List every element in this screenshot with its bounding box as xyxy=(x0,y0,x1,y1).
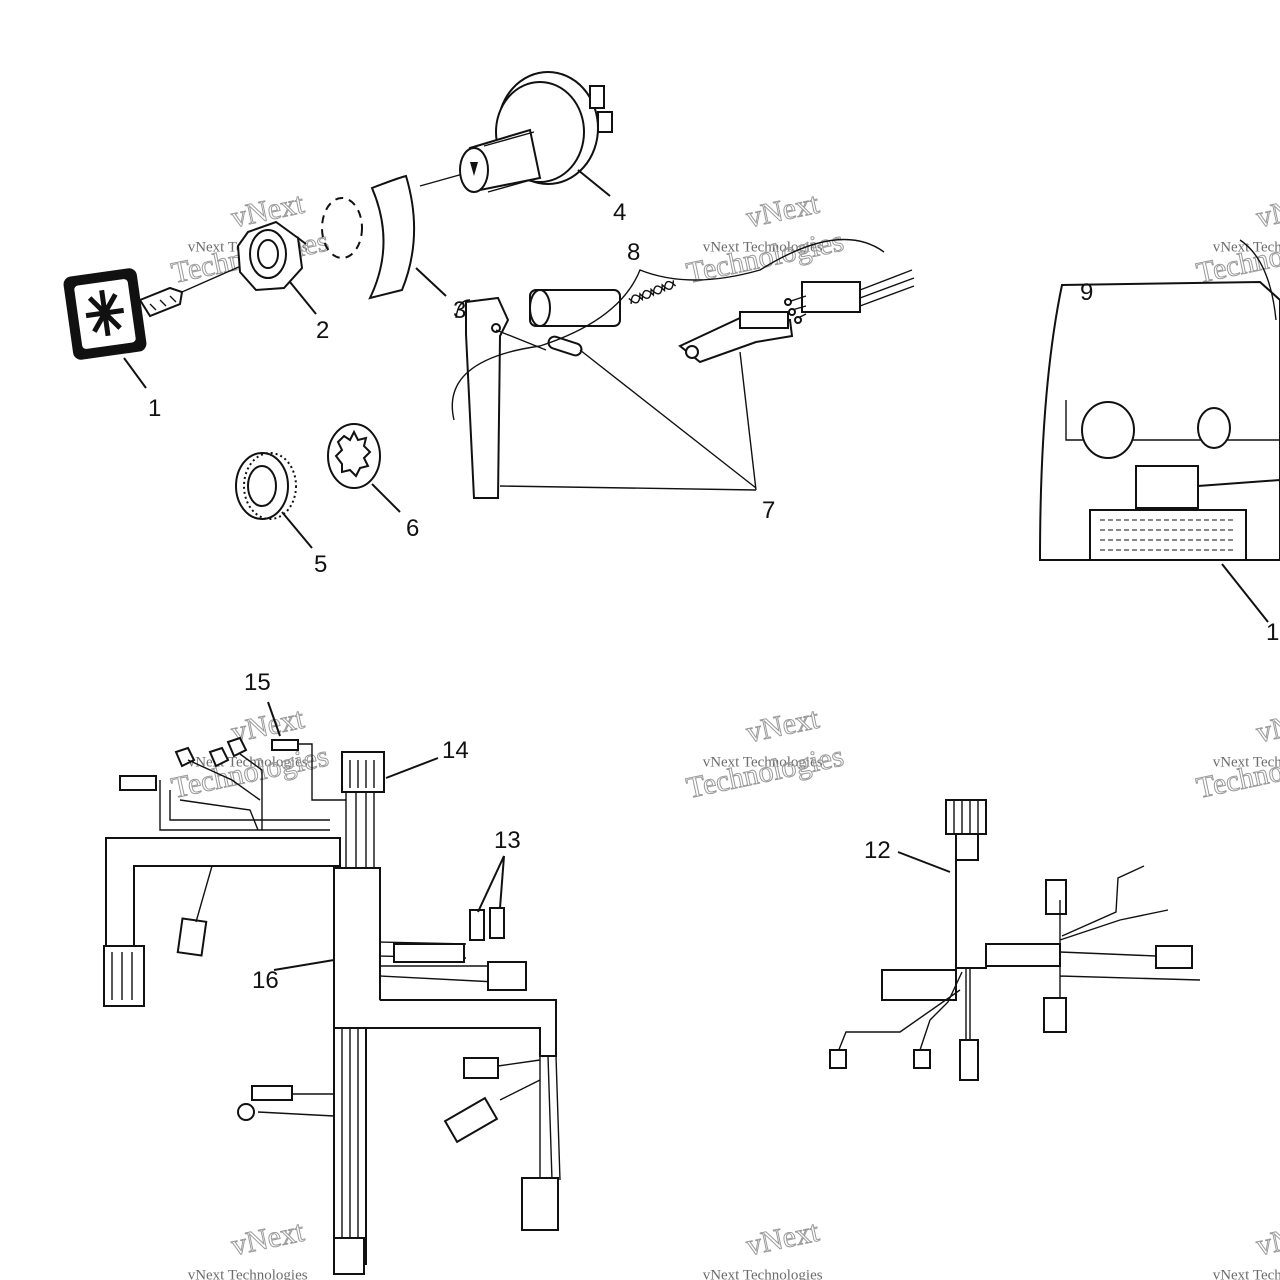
callout-1: 1 xyxy=(148,395,161,422)
part-3-plate xyxy=(368,174,416,300)
part-12-harness xyxy=(829,799,1201,1081)
part-13-leader-lines xyxy=(477,855,505,913)
callout-9: 9 xyxy=(1080,279,1093,306)
watermark-vnext: vNext xyxy=(743,702,822,750)
callout-4: 4 xyxy=(613,199,626,226)
part-11-console xyxy=(1038,239,1280,623)
part-5-ring-nut xyxy=(235,452,297,520)
watermark-vnext: vNext xyxy=(1253,1215,1280,1263)
part-6-lock-washer xyxy=(327,423,381,489)
watermark: vNext vNext Technologies Technologies xyxy=(683,701,847,805)
watermark: vNext vNext Technologies Technologies xyxy=(1193,701,1280,805)
watermark-company: vNext Technologies xyxy=(188,1268,308,1280)
watermark: vNext vNext Technologies xyxy=(188,1214,308,1280)
part-15-terminal xyxy=(174,701,346,830)
callout-labels: 1 2 3 4 5 6 7 8 9 1 12 13 14 15 16 xyxy=(148,199,1279,994)
watermark-vnext: vNext xyxy=(228,1215,307,1263)
watermark-company: vNext Technologies xyxy=(1213,1268,1280,1280)
watermark-company: vNext Technologies xyxy=(1213,755,1280,771)
callout-15: 15 xyxy=(244,669,271,696)
watermark-vnext: vNext xyxy=(1253,187,1280,235)
watermark-vnext: vNext xyxy=(743,187,822,235)
part-4-ignition-switch xyxy=(419,71,613,193)
callout-14: 14 xyxy=(442,737,469,764)
callout-6: 6 xyxy=(406,515,419,542)
watermark-vnext: vNext xyxy=(743,1215,822,1263)
watermark-company: vNext Technologies xyxy=(703,755,823,771)
callout-12: 12 xyxy=(864,837,891,864)
callout-13: 13 xyxy=(494,827,521,854)
watermark-technologies: Technologies xyxy=(1194,740,1280,805)
watermark-vnext: vNext xyxy=(1253,702,1280,750)
watermark-technologies: Technologies xyxy=(169,740,332,805)
callout-16: 16 xyxy=(252,967,279,994)
callout-8: 8 xyxy=(627,239,640,266)
callout-5: 5 xyxy=(314,551,327,578)
callout-11: 1 xyxy=(1266,619,1279,646)
watermark: vNext vNext Technologies xyxy=(1213,1214,1280,1280)
leader-lines xyxy=(123,169,611,549)
callout-3: 3 xyxy=(453,297,466,324)
dashed-ring xyxy=(321,197,363,259)
part-1-key xyxy=(63,261,251,360)
watermark: vNext vNext Technologies xyxy=(703,1214,823,1280)
part-14-connector xyxy=(341,751,439,793)
part-7-switch-assembly xyxy=(455,269,915,499)
watermark-technologies: Technologies xyxy=(1194,225,1280,290)
callout-2: 2 xyxy=(316,317,329,344)
callout-7: 7 xyxy=(762,497,775,524)
part-2-nut xyxy=(236,220,307,292)
watermark-company: vNext Technologies xyxy=(1213,240,1280,256)
watermark: vNext vNext Technologies Technologies xyxy=(683,186,847,290)
part-16-main-harness xyxy=(103,775,561,1275)
watermark-company: vNext Technologies xyxy=(703,1268,823,1280)
watermark-technologies: Technologies xyxy=(684,740,847,805)
part-8-leader-line xyxy=(451,238,885,421)
